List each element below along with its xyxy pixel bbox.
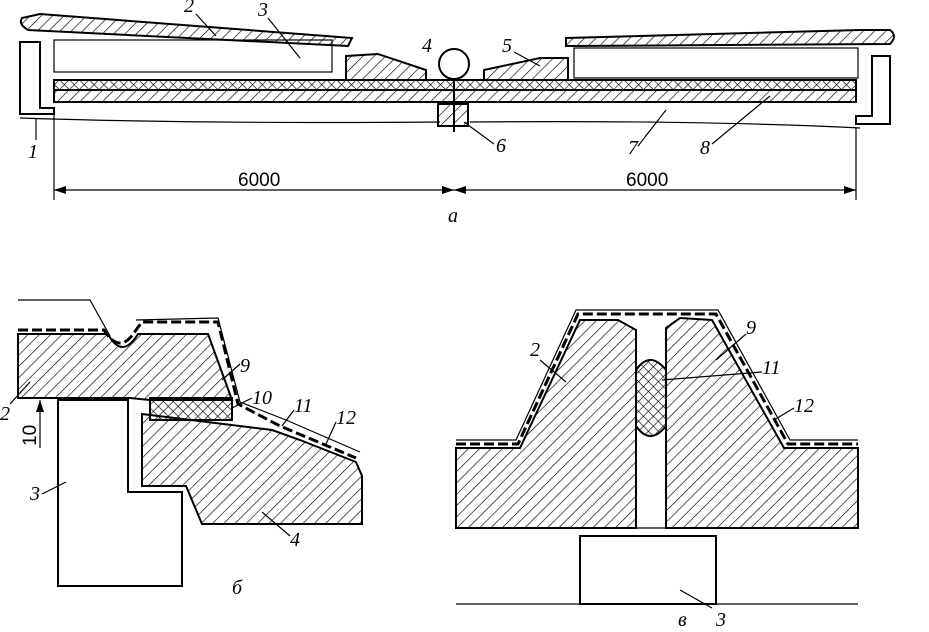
callout-a-8: 8 bbox=[700, 137, 710, 159]
panel-label-c: в bbox=[678, 609, 687, 631]
panel-c: в 2 3 9 11 12 bbox=[455, 309, 859, 631]
block-c-left bbox=[455, 319, 637, 529]
callout-a-3: 3 bbox=[257, 0, 268, 21]
dimension-b: 10 bbox=[20, 425, 41, 446]
callout-b-4: 4 bbox=[290, 529, 300, 551]
upper-slab-left bbox=[19, 12, 354, 48]
membrane-c bbox=[456, 312, 858, 446]
panel-label-a: a bbox=[448, 205, 458, 227]
panel-a: 6000 6000 a 1 2 3 4 5 6 7 8 bbox=[19, 0, 895, 227]
callout-b-11: 11 bbox=[294, 395, 313, 417]
callout-a-2: 2 bbox=[184, 0, 194, 17]
callout-a-1: 1 bbox=[28, 141, 38, 163]
joint-bolt bbox=[437, 103, 469, 127]
callout-b-12: 12 bbox=[336, 407, 356, 429]
callout-b-3: 3 bbox=[29, 483, 40, 505]
upper-slab-right bbox=[565, 29, 895, 48]
left-wall bbox=[19, 41, 55, 115]
right-wall bbox=[855, 55, 891, 125]
right-shoulder bbox=[483, 57, 569, 81]
seal-c bbox=[635, 359, 667, 437]
slab-b-2 bbox=[17, 333, 234, 401]
panel-label-b: б bbox=[232, 577, 243, 599]
callout-b-10: 10 bbox=[252, 387, 272, 409]
callout-c-3: 3 bbox=[715, 609, 726, 631]
block-b-3 bbox=[57, 399, 183, 587]
callout-c-12: 12 bbox=[794, 395, 814, 417]
panel-b: 10 б 2 3 4 9 10 11 12 bbox=[0, 299, 363, 599]
ground-line bbox=[19, 117, 861, 129]
filler-b-10 bbox=[149, 397, 233, 421]
seal-ball bbox=[438, 48, 470, 80]
callout-a-6: 6 bbox=[496, 135, 506, 157]
callout-a-7: 7 bbox=[628, 137, 639, 159]
block-b-4 bbox=[141, 412, 363, 525]
membrane-b bbox=[18, 320, 357, 460]
callout-a-4: 4 bbox=[422, 35, 432, 57]
right-form bbox=[573, 47, 859, 79]
overhead-block bbox=[18, 299, 111, 337]
dimension-left: 6000 bbox=[238, 170, 280, 191]
callout-c-11: 11 bbox=[762, 357, 781, 379]
block-c-3 bbox=[579, 535, 717, 605]
callout-c-9: 9 bbox=[746, 317, 756, 339]
left-shoulder bbox=[345, 52, 427, 81]
dimension-right: 6000 bbox=[626, 170, 668, 191]
callout-c-2: 2 bbox=[530, 339, 540, 361]
callout-b-9: 9 bbox=[240, 355, 250, 377]
block-c-right bbox=[665, 316, 859, 529]
callout-b-2: 2 bbox=[0, 403, 10, 425]
left-form bbox=[53, 39, 333, 73]
callout-a-5: 5 bbox=[502, 35, 512, 57]
